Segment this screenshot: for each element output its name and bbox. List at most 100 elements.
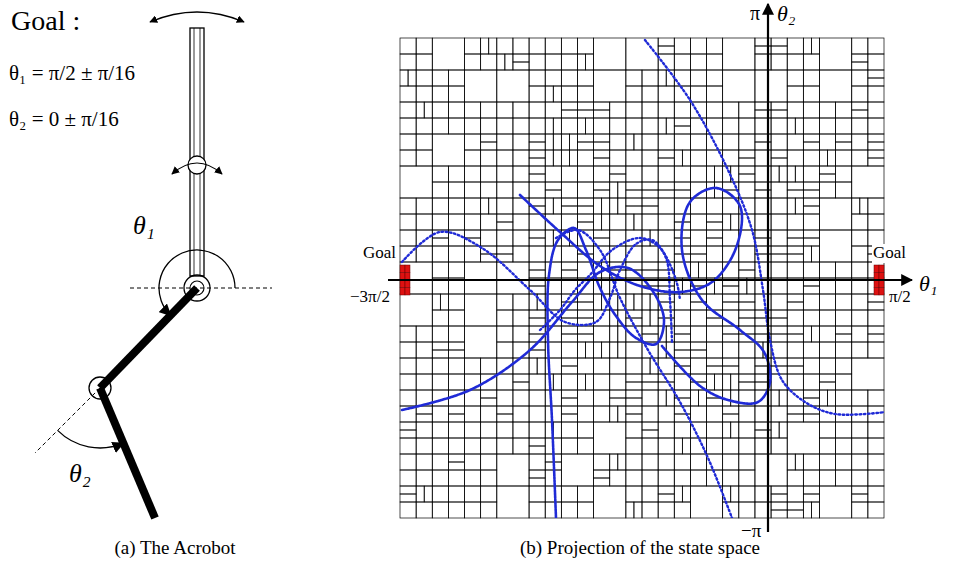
grid-cell	[610, 174, 626, 182]
grid-cell	[771, 54, 787, 70]
grid-cell	[497, 342, 513, 358]
goal-cell	[405, 273, 410, 281]
grid-cell	[852, 110, 868, 118]
goal-cell	[405, 265, 410, 273]
grid-cell	[513, 150, 529, 166]
grid-cell	[868, 142, 884, 150]
grid-cell	[481, 390, 497, 398]
grid-cell	[787, 182, 803, 190]
grid-cell	[577, 302, 593, 310]
grid-cell	[836, 374, 852, 390]
grid-cell	[626, 358, 642, 374]
grid-cell	[577, 110, 593, 118]
grid-cell	[787, 198, 795, 214]
grid-cell	[481, 150, 497, 166]
grid-cell	[497, 254, 513, 262]
grid-cell	[723, 214, 731, 230]
grid-cell	[432, 86, 448, 102]
grid-cell	[739, 182, 755, 198]
grid-cell	[723, 134, 739, 150]
grid-cell	[626, 150, 642, 166]
grid-cell	[529, 142, 545, 150]
grid-cell	[803, 262, 819, 278]
grid-cell	[594, 478, 610, 486]
grid-cell	[642, 382, 658, 390]
grid-cell	[795, 198, 803, 214]
grid-cell	[513, 294, 529, 310]
grid-cell	[819, 358, 835, 374]
grid-cell	[868, 486, 884, 502]
grid-cell	[819, 198, 851, 230]
grid-cell	[658, 486, 674, 494]
grid-cell	[642, 214, 658, 230]
grid-cell	[852, 166, 884, 198]
grid-cell	[400, 230, 416, 246]
grid-cell	[771, 326, 787, 334]
grid-cell	[674, 150, 682, 166]
link-extension	[35, 388, 100, 453]
grid-cell	[577, 502, 593, 518]
grid-cell	[795, 454, 803, 470]
grid-cell	[594, 230, 610, 238]
grid-cell	[739, 302, 755, 310]
goal-cell	[400, 288, 405, 296]
grid-cell	[448, 358, 464, 374]
grid-cell	[771, 182, 787, 198]
grid-cell	[642, 326, 658, 334]
grid-cell	[400, 294, 432, 326]
grid-cell	[465, 406, 481, 422]
grid-cell	[626, 166, 642, 182]
grid-cell	[787, 422, 819, 454]
grid-cell	[674, 102, 690, 118]
grid-cell	[561, 486, 577, 502]
grid-cell	[594, 182, 610, 190]
grid-cell	[497, 390, 513, 406]
grid-cell	[852, 262, 868, 278]
grid-cell	[868, 78, 884, 86]
grid-cell	[707, 86, 723, 102]
grid-cell	[594, 454, 610, 470]
grid-cell	[658, 134, 674, 150]
grid-cell	[707, 38, 723, 54]
grid-cell	[594, 422, 626, 454]
grid-cell	[723, 438, 739, 454]
grid-cell	[529, 86, 545, 102]
grid-cell	[577, 206, 593, 214]
grid-cell	[594, 486, 626, 518]
grid-cell	[400, 454, 416, 470]
grid-cell	[666, 326, 674, 342]
grid-cell	[561, 38, 577, 54]
grid-cell	[690, 150, 706, 166]
grid-cell	[400, 422, 416, 430]
grid-cell	[561, 398, 577, 406]
grid-cell	[771, 262, 787, 278]
grid-cell	[594, 110, 610, 118]
grid-cell	[771, 486, 787, 494]
grid-cell	[513, 406, 529, 422]
grid-cell	[819, 486, 851, 518]
grid-cell	[481, 102, 497, 118]
grid-cell	[658, 102, 674, 118]
grid-cell	[690, 470, 706, 486]
grid-cell	[674, 310, 690, 326]
grid-cell	[432, 470, 448, 486]
grid-cell	[852, 54, 868, 62]
grid-cell	[787, 342, 803, 358]
grid-cell	[594, 390, 610, 406]
grid-cell	[739, 318, 755, 326]
grid-cell	[626, 86, 642, 102]
grid-cell	[529, 238, 545, 246]
grid-cell	[529, 310, 545, 318]
grid-cell	[658, 270, 674, 278]
grid-cell	[400, 262, 432, 294]
grid-cell	[642, 502, 658, 518]
grid-cell	[852, 486, 868, 494]
grid-cell	[707, 246, 723, 262]
shoulder-joint	[184, 275, 210, 301]
grid-cell	[836, 326, 852, 334]
grid-cell	[577, 334, 593, 342]
grid-cell	[723, 422, 731, 438]
grid-cell	[787, 486, 803, 502]
grid-cell	[852, 198, 860, 214]
grid-cell	[690, 38, 706, 54]
